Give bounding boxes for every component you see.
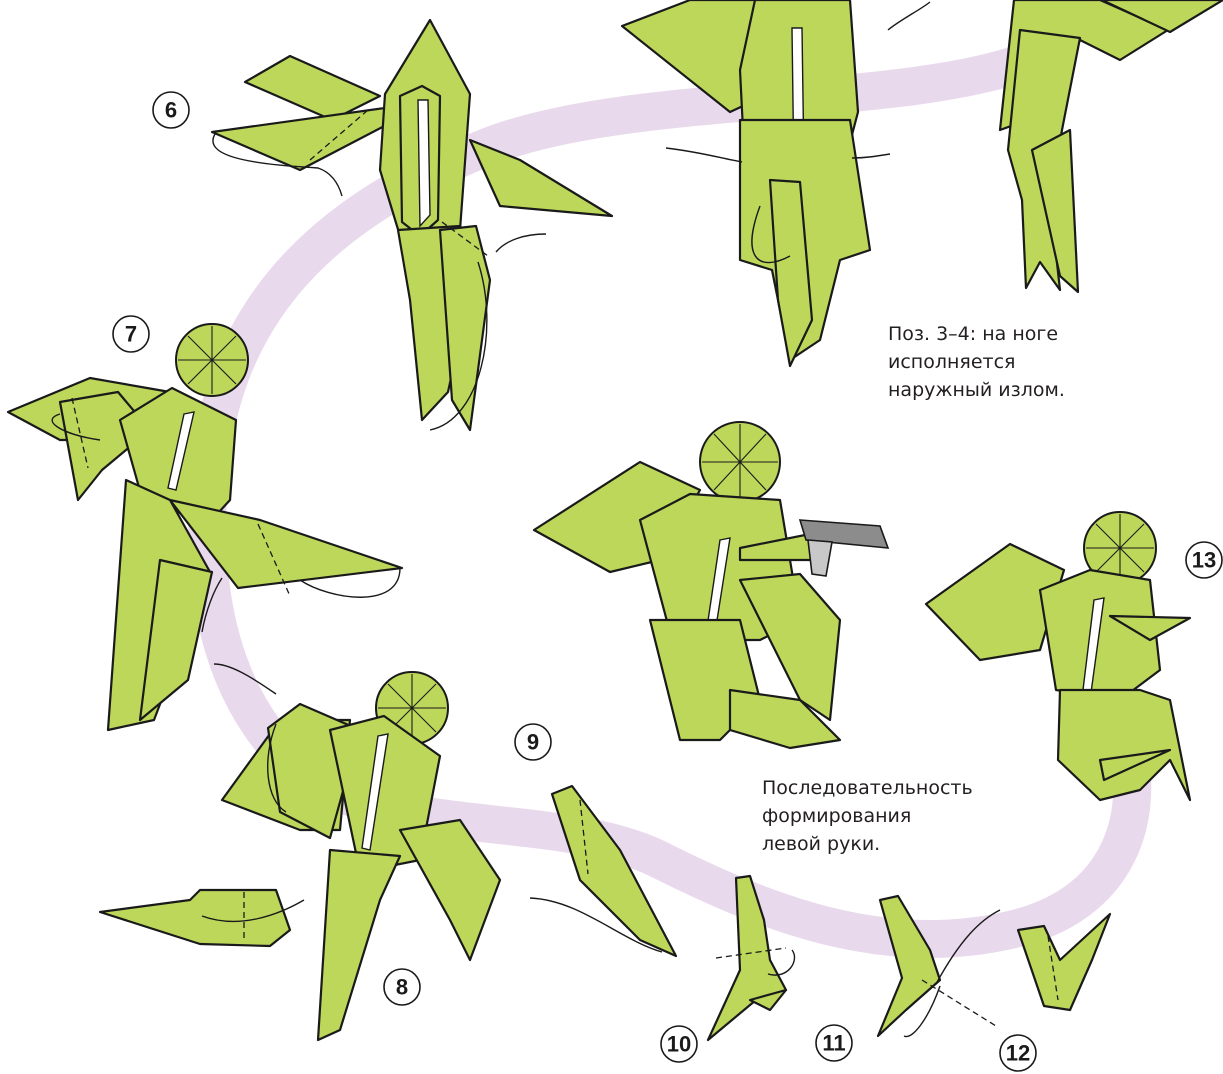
svg-text:12: 12: [1006, 1041, 1030, 1066]
svg-text:11: 11: [822, 1031, 845, 1056]
step-badge-11: 11: [816, 1025, 852, 1061]
figure-step-6: [212, 20, 612, 430]
step-badge-8: 8: [384, 969, 420, 1005]
svg-text:7: 7: [125, 322, 137, 347]
note-leg-fold-line-1: Поз. 3–4: на ноге: [888, 320, 1065, 348]
head-spokes: [178, 326, 246, 394]
note-leg-fold-line-3: наружный излом.: [888, 376, 1065, 404]
note-leg-fold: Поз. 3–4: на ноге исполняется наружный и…: [888, 320, 1065, 404]
figure-step-13: [926, 512, 1190, 800]
step-badge-6: 6: [153, 92, 189, 128]
figure-step-7: [8, 324, 402, 730]
step-badge-10: 10: [661, 1026, 697, 1062]
figure-step-back-view: [622, 0, 930, 366]
note-leg-fold-line-2: исполняется: [888, 348, 1065, 376]
svg-text:8: 8: [396, 975, 408, 1000]
figure-step-8: [100, 664, 500, 1040]
svg-text:9: 9: [527, 730, 539, 755]
figure-step-leg-fold: [1000, 0, 1223, 292]
note-left-arm-line-2: формирования: [762, 802, 973, 830]
svg-text:6: 6: [165, 98, 177, 123]
note-left-arm: Последовательность формирования левой ру…: [762, 774, 973, 858]
note-left-arm-line-1: Последовательность: [762, 774, 973, 802]
step-badge-12: 12: [1000, 1035, 1036, 1071]
svg-text:13: 13: [1192, 548, 1216, 573]
step-badge-13: 13: [1186, 542, 1222, 578]
figure-center-with-gun: [534, 422, 888, 748]
step-badge-9: 9: [515, 724, 551, 760]
note-left-arm-line-3: левой руки.: [762, 830, 973, 858]
step-badge-7: 7: [113, 316, 149, 352]
svg-text:10: 10: [667, 1032, 691, 1057]
